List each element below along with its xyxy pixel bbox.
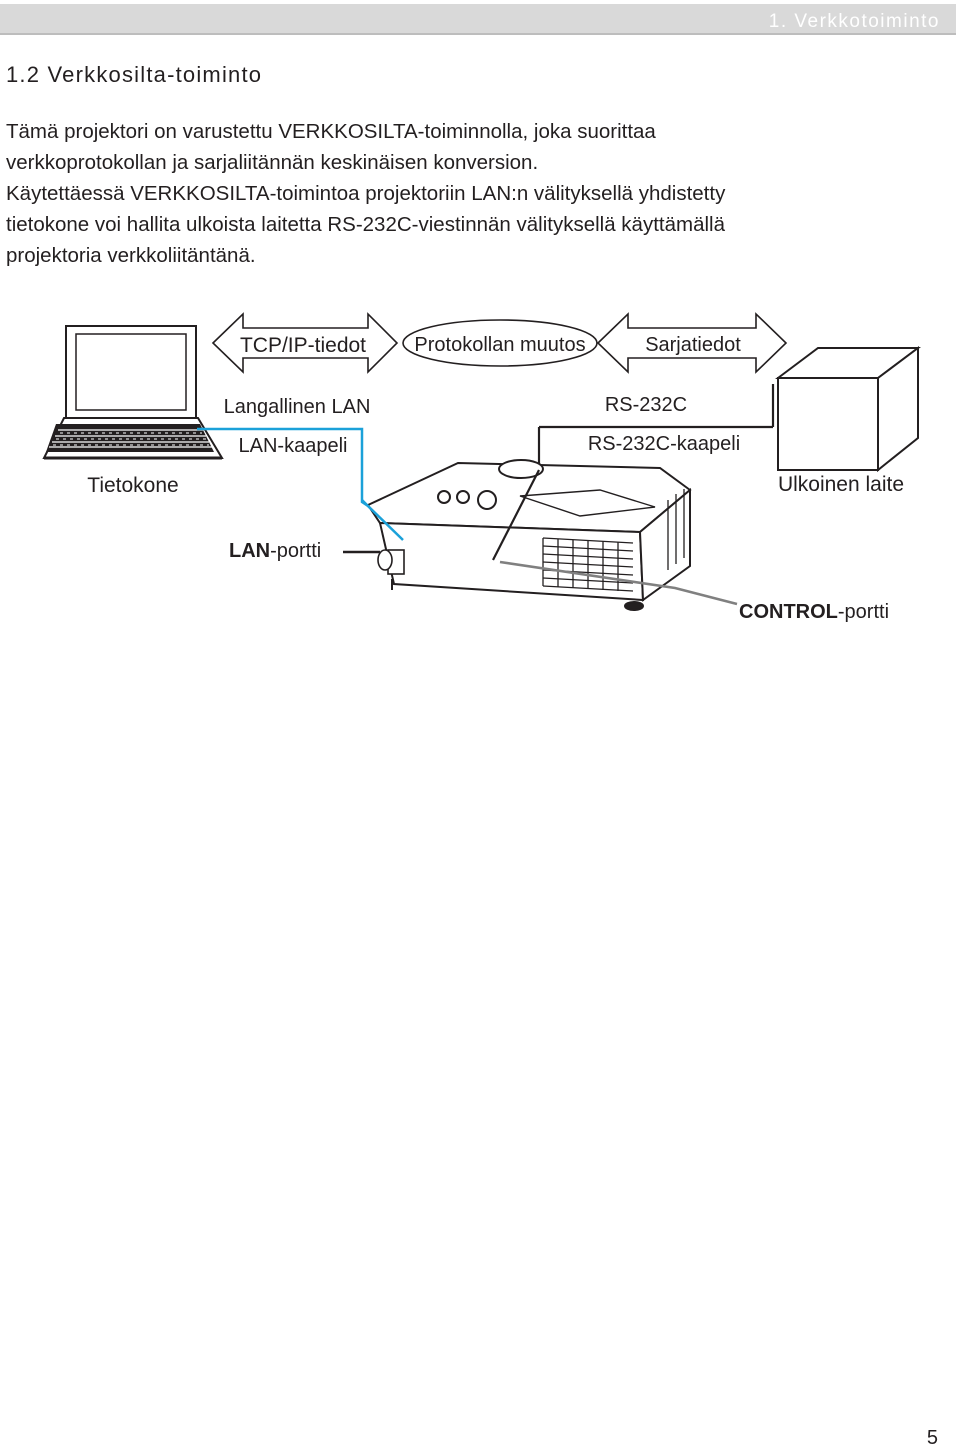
paragraph-1-line-2: verkkoprotokollan ja sarjaliitännän kesk… (6, 151, 539, 174)
paragraph-2-line-2: tietokone voi hallita ulkoista laitetta … (6, 213, 725, 236)
control-port-label: CONTROL-portti (739, 601, 889, 623)
paragraph-2-line-3: projektoria verkkoliitäntänä. (6, 244, 256, 267)
lan-port-label-bold: LAN (229, 540, 270, 562)
control-port-label-rest: -portti (838, 601, 889, 623)
control-port-leader (499, 560, 738, 606)
lan-cable-overlay (361, 499, 404, 541)
serial-data-label: Sarjatiedot (645, 334, 741, 356)
header-bar: 1. Verkkotoiminto (0, 4, 956, 35)
paragraph-1: Tämä projektori on varustettu VERKKOSILT… (6, 116, 951, 178)
lan-port-label-rest: -portti (270, 540, 321, 562)
lan-cable-label: LAN-kaapeli (239, 435, 348, 457)
page-number: 5 (926, 1427, 938, 1449)
network-bridge-diagram: TCP/IP-tiedot Protokollan muutos Sarjati… (42, 312, 921, 623)
section-title: 1.2 Verkkosilta-toiminto (6, 62, 263, 87)
chapter-label: 1. Verkkotoiminto (768, 11, 940, 32)
external-device-icon (775, 346, 921, 473)
serial-double-arrow (596, 312, 788, 374)
control-port-label-bold: CONTROL (739, 601, 838, 623)
paragraph-2-line-1: Käytettäessä VERKKOSILTA-toimintoa proje… (6, 182, 726, 205)
paragraph-2: Käytettäessä VERKKOSILTA-toimintoa proje… (6, 178, 951, 271)
tcpip-label: TCP/IP-tiedot (240, 334, 366, 357)
laptop-icon (42, 325, 224, 460)
external-device-label: Ulkoinen laite (778, 473, 904, 496)
rs232c-label: RS-232C (605, 394, 687, 416)
computer-label: Tietokone (87, 474, 178, 497)
rs232c-cable-overlay (492, 469, 540, 561)
tcpip-double-arrow (211, 312, 399, 374)
lan-port-label: LAN-portti (229, 540, 321, 562)
projector-icon (366, 459, 692, 611)
rs232c-cable-label: RS-232C-kaapeli (588, 433, 740, 455)
protocol-conversion-label: Protokollan muutos (414, 334, 585, 356)
wired-lan-label: Langallinen LAN (224, 396, 371, 418)
paragraph-1-line-1: Tämä projektori on varustettu VERKKOSILT… (6, 120, 656, 143)
